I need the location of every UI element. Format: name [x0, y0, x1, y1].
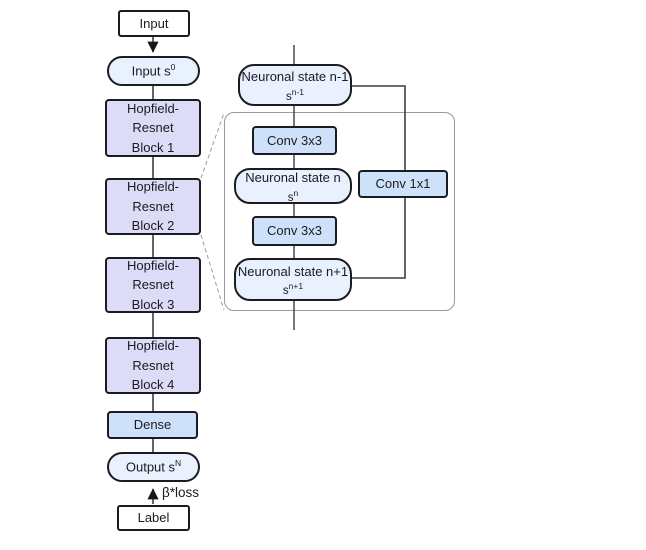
dashed-expand-top — [200, 112, 225, 179]
output-state-base: Output s — [125, 459, 175, 475]
conv-3x3-bottom-label: Conv 3x3 — [267, 223, 322, 239]
neuronal-state-prev-node: Neuronal state n-1 sn-1 — [238, 64, 352, 106]
block4-line1: Hopfield-Resnet — [126, 338, 180, 373]
neuronal-state-next-node: Neuronal state n+1 sn+1 — [234, 258, 352, 301]
output-state-node: Output sN — [107, 452, 200, 482]
hopfield-block-3: Hopfield-Resnet Block 3 — [105, 257, 201, 313]
label-node: Label — [117, 505, 190, 531]
input-state-base: Input s — [131, 63, 171, 79]
state-n-sub: sn — [287, 187, 299, 204]
block2-line2: Block 2 — [131, 218, 175, 234]
state-prev-sup: n-1 — [291, 86, 305, 97]
block1-line2: Block 1 — [131, 139, 175, 155]
state-prev-base: s — [285, 90, 292, 103]
label-box-text: Label — [137, 510, 170, 526]
beta-loss-label: β*loss — [162, 485, 200, 500]
dense-node: Dense — [107, 411, 198, 439]
block1-line1: Hopfield-Resnet — [126, 100, 180, 136]
input-node: Input — [118, 10, 190, 37]
hopfield-block-1: Hopfield-Resnet Block 1 — [105, 99, 201, 157]
input-state-node: Input s0 — [107, 56, 200, 86]
hopfield-block-2: Hopfield-Resnet Block 2 — [105, 178, 201, 235]
block2-line1: Hopfield-Resnet — [126, 179, 180, 214]
state-prev-sub: sn-1 — [285, 86, 305, 103]
state-prev-title: Neuronal state n-1 — [241, 69, 349, 85]
hopfield-block-4: Hopfield-Resnet Block 4 — [105, 337, 201, 394]
state-next-title: Neuronal state n+1 — [237, 263, 349, 279]
dashed-expand-bottom — [200, 234, 225, 311]
block3-line2: Block 3 — [131, 296, 175, 312]
conv-1x1-skip-node: Conv 1x1 — [358, 170, 448, 198]
state-next-sup: n+1 — [288, 281, 304, 292]
block3-line1: Hopfield-Resnet — [126, 257, 180, 293]
conv-3x3-top-node: Conv 3x3 — [252, 126, 337, 155]
input-state-label: Input s0 — [132, 61, 176, 81]
neuronal-state-n-node: Neuronal state n sn — [234, 168, 352, 204]
state-n-base: s — [287, 191, 294, 204]
block4-line2: Block 4 — [131, 377, 175, 393]
state-next-base: s — [282, 284, 289, 297]
input-label: Input — [139, 15, 169, 31]
dense-label: Dense — [133, 417, 172, 433]
conv-3x3-bottom-node: Conv 3x3 — [252, 216, 337, 246]
conv-3x3-top-label: Conv 3x3 — [267, 132, 322, 148]
input-state-sup: 0 — [170, 62, 176, 73]
conv-1x1-label: Conv 1x1 — [375, 176, 431, 192]
state-n-title: Neuronal state n — [245, 170, 341, 186]
state-n-sup: n — [293, 187, 299, 198]
output-state-sup: N — [175, 458, 182, 469]
state-next-sub: sn+1 — [282, 281, 304, 297]
output-state-label: Output sN — [126, 457, 181, 477]
